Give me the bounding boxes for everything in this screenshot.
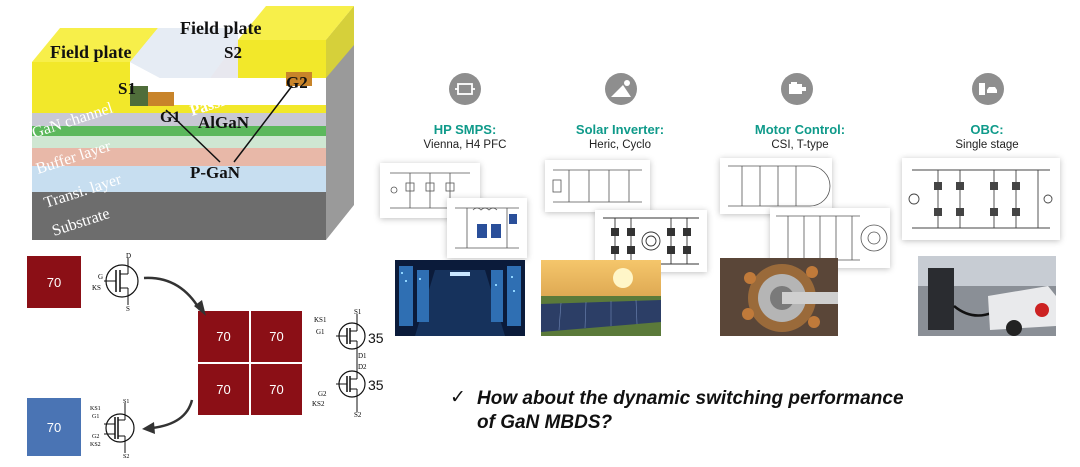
s1-label: S1 — [118, 79, 136, 98]
app-subtitle-obc: Single stage — [955, 139, 1019, 151]
s2-label: S2 — [224, 43, 242, 62]
s2-symbol-label: S2 — [354, 411, 362, 418]
number-35-bottom: 35 — [368, 377, 384, 393]
g1-label: G1 — [160, 109, 180, 126]
s-label: S — [126, 305, 130, 312]
arrow-down-right — [143, 276, 206, 316]
chip-quad-3: 70 — [198, 364, 249, 415]
d-label: D — [126, 252, 131, 260]
number-35-top: 35 — [368, 330, 384, 346]
ev-charger-icon — [972, 73, 1004, 105]
app-subtitle-solar-inverter: Heric, Cyclo — [589, 139, 651, 151]
circuit-solar-a — [545, 160, 650, 212]
app-title-obc: OBC: — [970, 122, 1004, 137]
app-title-hp-smps: HP SMPS: — [433, 122, 497, 137]
solar-field-photo — [541, 260, 661, 336]
g-label: G — [98, 273, 103, 281]
chip-single-blue: 70 — [27, 398, 81, 456]
s2-small-label: S2 — [123, 454, 129, 458]
app-subtitle-motor-control: CSI, T-type — [771, 139, 829, 151]
circuit-hp-smps-b — [447, 198, 527, 258]
power-supply-icon — [449, 73, 481, 105]
circuit-obc — [902, 158, 1060, 240]
ev-charging-photo — [918, 256, 1056, 336]
algan-label: AlGaN — [198, 113, 250, 132]
solar-panel-icon — [605, 73, 637, 105]
app-subtitle-hp-smps: Vienna, H4 PFC — [423, 139, 507, 151]
question-line-2: of GaN MBDS? — [477, 412, 613, 433]
s1-small-label: S1 — [123, 399, 129, 405]
transistor-symbol-single: D G KS S — [92, 252, 139, 312]
datacenter-photo — [395, 260, 525, 336]
s1-symbol-label: S1 — [354, 308, 362, 316]
question-line-1: How about the dynamic switching performa… — [477, 388, 904, 409]
ks1-label: KS1 — [314, 316, 327, 324]
chip-quad-4: 70 — [251, 364, 302, 415]
d2-label: D2 — [358, 363, 367, 371]
field-plate-right-label: Field plate — [180, 18, 262, 38]
pgan-label: P-GaN — [190, 163, 241, 182]
d1-label: D1 — [358, 352, 367, 360]
g1-small-label: G1 — [92, 414, 99, 420]
arrow-down-left — [142, 399, 194, 434]
ks2-small-label: KS2 — [90, 442, 101, 448]
app-title-motor-control: Motor Control: — [754, 122, 846, 137]
chip-quad-2: 70 — [251, 311, 302, 362]
circuit-motor-a — [720, 158, 832, 214]
g1-symbol-label: G1 — [316, 328, 325, 336]
app-title-solar-inverter: Solar Inverter: — [575, 122, 665, 137]
transistor-symbol-dual-small: KS1 G1 S1 G2 KS2 S2 — [90, 399, 135, 458]
transistor-symbol-dual: KS1 G1 S1 D1 D2 G2 KS2 S2 — [312, 308, 367, 418]
g2-small-label: G2 — [92, 434, 99, 440]
field-plate-left-label: Field plate — [50, 42, 132, 62]
ks1-small-label: KS1 — [90, 406, 101, 412]
chip-quad-1: 70 — [198, 311, 249, 362]
ks2-label: KS2 — [312, 400, 325, 408]
chip-single-red: 70 — [27, 256, 81, 308]
gan-device-cross-section: Field plate Field plate S1 S2 G1 G2 Pass… — [30, 6, 354, 240]
g2-symbol-label: G2 — [318, 390, 327, 398]
ks-label: KS — [92, 284, 101, 292]
motor-icon — [781, 73, 813, 105]
question-check-mark: ✓ — [450, 387, 466, 408]
motor-photo — [720, 258, 838, 336]
